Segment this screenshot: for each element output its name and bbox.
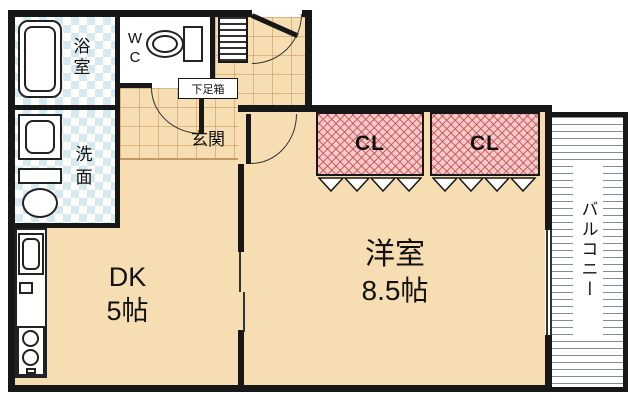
stove-icon — [17, 326, 45, 376]
wall — [8, 223, 120, 228]
window-line — [550, 230, 552, 335]
folding-door-icon — [318, 177, 422, 193]
wall — [238, 330, 244, 385]
sliding-door-line — [239, 252, 241, 292]
folding-door-icon — [432, 177, 537, 193]
wall — [8, 10, 15, 392]
kitchen-faucet-icon — [19, 282, 33, 294]
vanity-counter-icon — [18, 168, 62, 184]
wall — [238, 164, 244, 252]
window-line — [546, 230, 548, 335]
room-door-leaf — [246, 114, 251, 164]
toilet-seat-icon — [152, 35, 178, 53]
wall — [120, 83, 152, 88]
kitchen-sink-inner-icon — [22, 238, 40, 270]
western-room-name: 洋室 — [365, 237, 425, 271]
wash-basin-icon — [22, 188, 58, 218]
closet-right-label: CL — [470, 132, 500, 155]
wc-door-leaf — [199, 88, 204, 134]
wall — [545, 112, 552, 230]
balcony-window-patch — [545, 230, 552, 335]
pipe-shaft — [218, 15, 248, 63]
wall — [8, 105, 120, 110]
entrance-label: 玄関 — [191, 129, 225, 149]
western-room-label: 洋室 8.5帖 — [280, 228, 510, 316]
wall — [8, 385, 552, 392]
wc-label: WC — [126, 30, 144, 68]
door-gap-patch — [238, 112, 244, 164]
dk-label: DK 5帖 — [40, 256, 215, 334]
balcony-label: バルコニー — [573, 160, 603, 340]
western-room-size: 8.5帖 — [361, 275, 429, 307]
wall — [238, 105, 552, 112]
bathroom-label: 浴室 — [70, 37, 90, 79]
sliding-gap-patch — [238, 252, 244, 330]
wall — [305, 10, 312, 112]
wall — [115, 10, 120, 228]
bathtub-inner-icon — [24, 26, 56, 92]
dk-floor — [120, 160, 238, 385]
wall — [545, 335, 552, 385]
sliding-door-line — [243, 292, 245, 332]
entrance-step — [120, 158, 238, 160]
stove-burner-icon — [22, 349, 39, 366]
dk-name: DK — [108, 262, 147, 293]
washroom-label: 洗面 — [72, 145, 92, 191]
dk-size: 5帖 — [106, 296, 149, 326]
stove-burner-icon — [22, 330, 39, 347]
closet-right: CL — [430, 112, 540, 176]
toilet-tank-icon — [183, 26, 203, 62]
balcony-area — [552, 112, 628, 392]
washing-machine-drum-icon — [25, 120, 55, 154]
wall — [210, 10, 215, 88]
closet-left-label: CL — [355, 132, 385, 155]
shoe-cabinet-label: 下足箱 — [178, 78, 238, 99]
closet-left: CL — [316, 112, 424, 176]
stove-grill-icon — [26, 368, 36, 374]
wall — [8, 10, 252, 17]
